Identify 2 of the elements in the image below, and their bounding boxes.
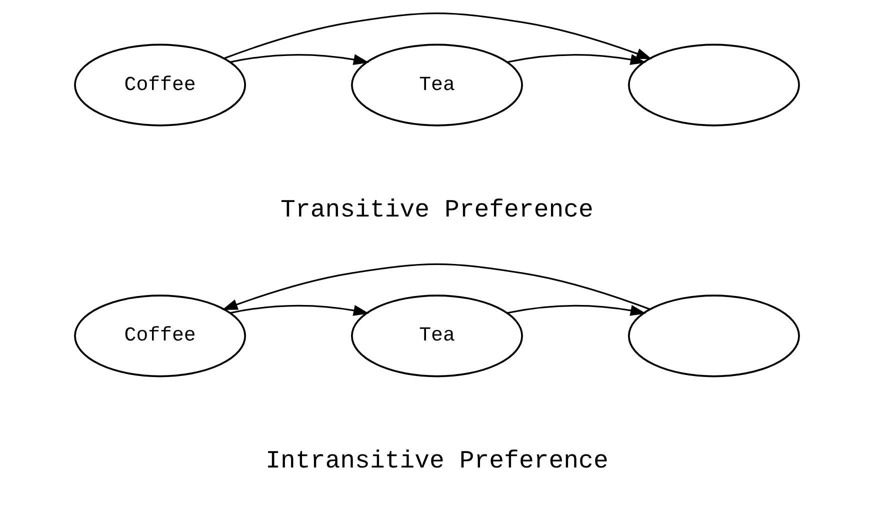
label: Transitive Preference bbox=[280, 196, 593, 225]
label: Intransitive Preference bbox=[265, 448, 608, 476]
